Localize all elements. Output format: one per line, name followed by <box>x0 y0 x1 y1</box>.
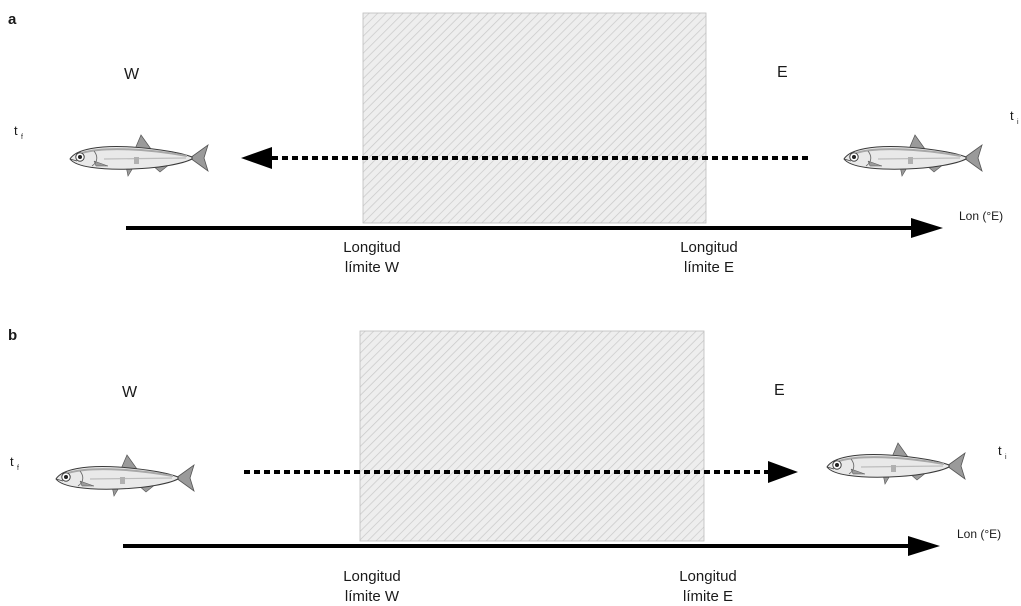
east-label: E <box>777 64 788 81</box>
axis-label: Lon (°E) <box>959 209 1003 223</box>
svg-text:límite E: límite E <box>683 588 733 605</box>
svg-text:i: i <box>1005 454 1007 461</box>
svg-text:t: t <box>998 443 1002 458</box>
svg-text:Longitud: Longitud <box>343 568 401 585</box>
panel-a: a W E t f t i Lon (°E) Longitud límite W <box>8 11 1019 276</box>
east-limit-label: Longitud límite E <box>679 568 737 605</box>
svg-text:t: t <box>14 123 18 138</box>
fish-icon-west <box>69 134 209 177</box>
west-label: W <box>124 66 140 83</box>
east-limit-label: Longitud límite E <box>680 239 738 276</box>
limit-zone <box>359 330 705 542</box>
panel-letter: b <box>8 327 17 344</box>
svg-text:t: t <box>10 454 14 469</box>
limit-zone <box>362 12 707 224</box>
panel-b: b W E t f t i Lon (°E) Longitud límite W <box>8 327 1007 605</box>
svg-text:límite W: límite W <box>345 588 400 605</box>
svg-text:t: t <box>1010 108 1014 123</box>
svg-text:Longitud: Longitud <box>679 568 737 585</box>
west-label: W <box>122 384 138 401</box>
svg-text:límite W: límite W <box>345 259 400 276</box>
svg-text:f: f <box>17 465 19 472</box>
svg-text:Longitud: Longitud <box>680 239 738 256</box>
svg-text:i: i <box>1017 119 1019 126</box>
time-initial-label: t i <box>1010 108 1019 126</box>
svg-text:límite E: límite E <box>684 259 734 276</box>
time-final-label: t f <box>14 123 23 141</box>
axis-label: Lon (°E) <box>957 527 1001 541</box>
time-final-label: t f <box>10 454 19 472</box>
fish-icon-west <box>55 454 195 497</box>
west-limit-label: Longitud límite W <box>343 239 401 276</box>
longitude-axis <box>126 218 943 238</box>
fish-icon-east <box>826 442 966 485</box>
fish-icon-east <box>843 134 983 177</box>
migration-arrow-westward <box>241 147 808 169</box>
east-label: E <box>774 382 785 399</box>
panel-letter: a <box>8 11 17 28</box>
svg-text:f: f <box>21 134 23 141</box>
west-limit-label: Longitud límite W <box>343 568 401 605</box>
time-initial-label: t i <box>998 443 1007 461</box>
migration-arrow-eastward <box>244 461 798 483</box>
svg-text:Longitud: Longitud <box>343 239 401 256</box>
longitude-axis <box>123 536 940 556</box>
